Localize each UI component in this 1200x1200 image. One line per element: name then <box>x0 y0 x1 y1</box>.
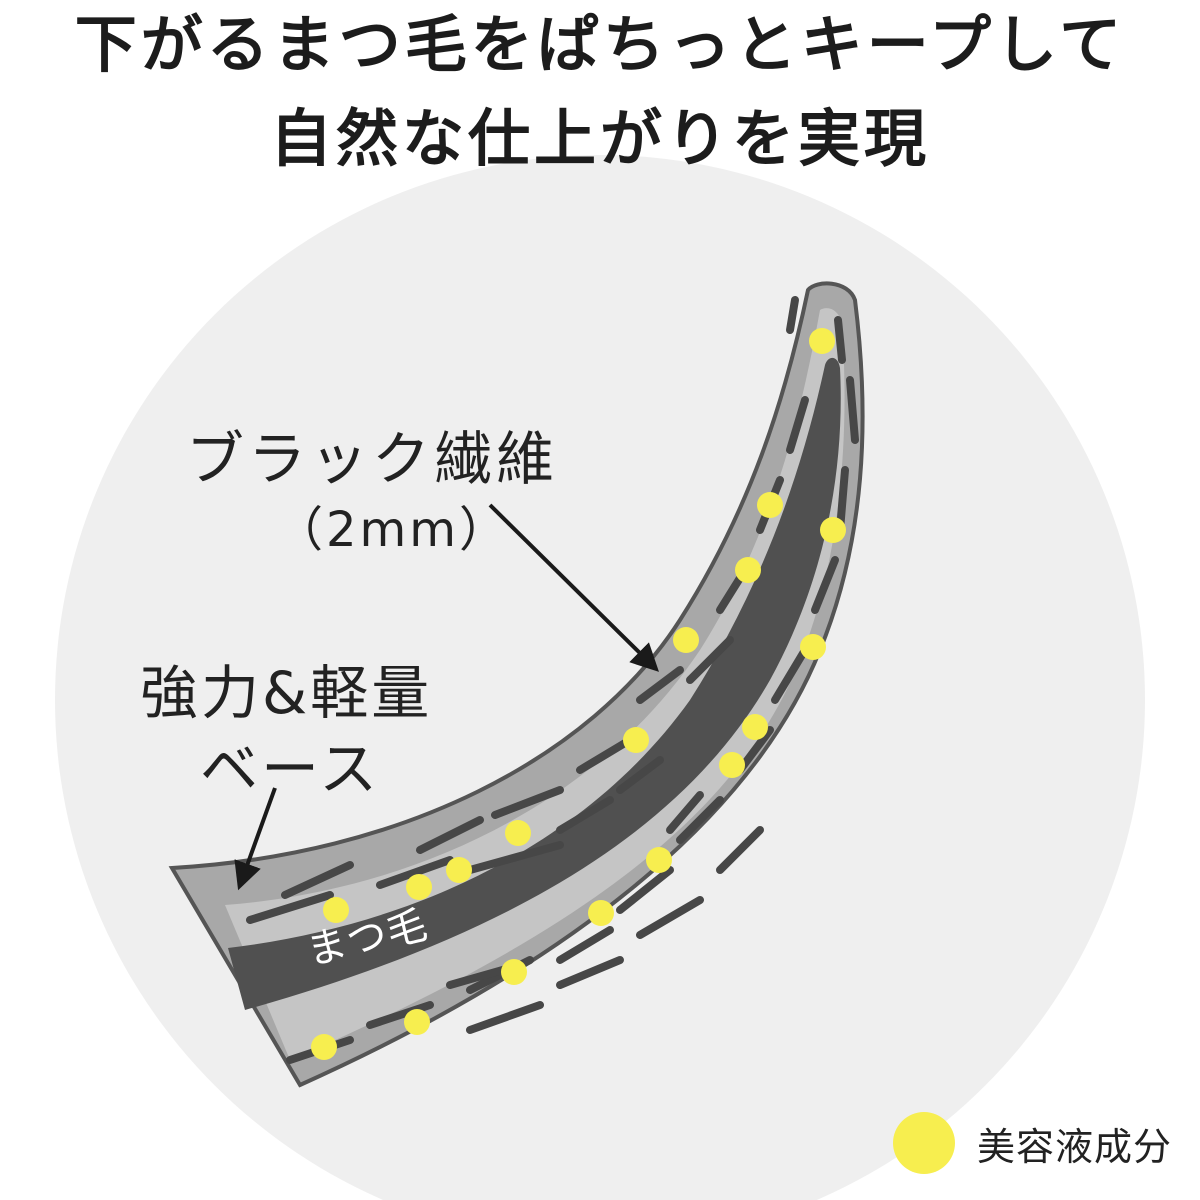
serum-dot <box>735 557 761 583</box>
serum-dot <box>311 1034 337 1060</box>
serum-dot <box>501 959 527 985</box>
legend: 美容液成分 <box>893 1108 1172 1178</box>
serum-dot <box>623 727 649 753</box>
fiber-arrow <box>488 503 659 672</box>
serum-dot <box>404 1009 430 1035</box>
serum-dot <box>719 752 745 778</box>
serum-dot <box>800 634 826 660</box>
fiber-size-label: （2mm） <box>275 502 511 558</box>
base-arrow <box>234 787 277 891</box>
serum-dot <box>646 847 672 873</box>
serum-dot <box>820 517 846 543</box>
natural-lash-core <box>228 357 841 1010</box>
serum-dot <box>323 897 349 923</box>
base-label-line-1: 強力&軽量 <box>140 659 433 727</box>
black-fiber-label: ブラック繊維 <box>186 425 559 493</box>
serum-dot <box>742 714 768 740</box>
serum-dot <box>446 857 472 883</box>
serum-dot <box>505 820 531 846</box>
serum-dots <box>311 328 846 1060</box>
serum-dot <box>809 328 835 354</box>
page-title-line-1: 下がるまつ毛をぱちっとキープして <box>74 8 1126 81</box>
serum-legend-label: 美容液成分 <box>977 1124 1173 1169</box>
serum-dot <box>406 874 432 900</box>
base-label-line-2: ベース <box>200 735 381 803</box>
page-title-line-2: 自然な仕上がりを実現 <box>269 102 930 175</box>
serum-dot <box>588 900 614 926</box>
serum-legend-dot <box>893 1112 955 1174</box>
serum-dot <box>673 627 699 653</box>
serum-dot <box>757 492 783 518</box>
coated-lash-outer <box>168 281 865 1088</box>
